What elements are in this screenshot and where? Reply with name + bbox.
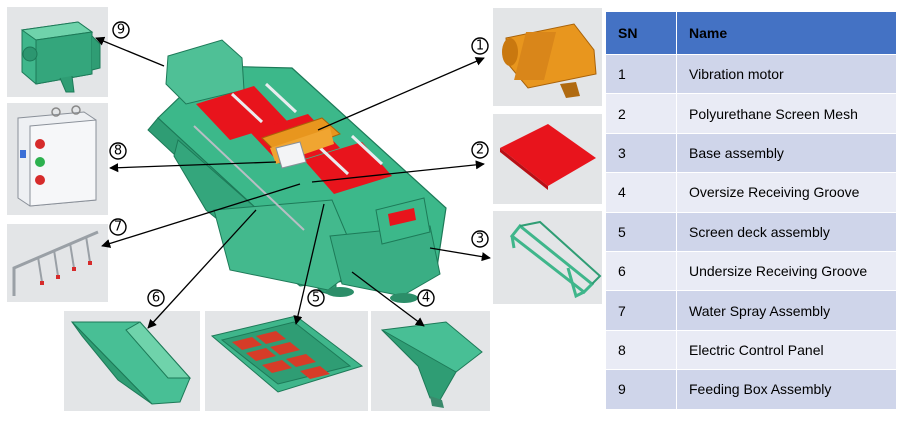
- row-name: Feeding Box Assembly: [676, 369, 897, 410]
- row-name: Base assembly: [676, 132, 897, 174]
- table-row: 1 Vibration motor: [605, 53, 897, 95]
- row-sn: 9: [605, 369, 677, 410]
- table-row: 3 Base assembly: [605, 132, 897, 174]
- svg-text:2: 2: [476, 143, 484, 158]
- oversize-receiving-groove-image: [371, 311, 490, 411]
- svg-text:6: 6: [152, 291, 160, 306]
- leader-arrows: [95, 36, 491, 329]
- table-row: 8 Electric Control Panel: [605, 329, 897, 371]
- table-row: 2 Polyurethane Screen Mesh: [605, 93, 897, 134]
- table-row: 4 Oversize Receiving Groove: [605, 172, 897, 213]
- legend-header-row: SN Name: [605, 11, 897, 55]
- feeding-box-assembly-image: [7, 7, 108, 97]
- row-sn: 6: [605, 250, 677, 292]
- row-name: Screen deck assembly: [676, 211, 897, 252]
- linear-dewatering-screen-machine: [147, 39, 447, 303]
- callout-8: 8: [109, 142, 127, 160]
- row-name: Electric Control Panel: [676, 329, 897, 371]
- row-name: Undersize Receiving Groove: [676, 250, 897, 292]
- row-sn: 1: [605, 53, 677, 95]
- water-spray-assembly-image: [7, 224, 108, 302]
- svg-text:3: 3: [476, 232, 484, 247]
- row-sn: 3: [605, 132, 677, 174]
- svg-text:8: 8: [114, 144, 122, 159]
- undersize-receiving-groove-image: [64, 311, 200, 411]
- screen-deck-assembly-image: [205, 311, 368, 411]
- exploded-view-diagram: 1 2 3 4 5 6 7 8 9: [7, 7, 602, 411]
- column-header-sn: SN: [605, 11, 677, 55]
- callout-4: 4: [417, 289, 435, 307]
- callout-3: 3: [471, 230, 489, 248]
- row-sn: 8: [605, 329, 677, 371]
- callout-5: 5: [307, 289, 325, 307]
- vibration-motor-image: [493, 8, 602, 106]
- table-row: 6 Undersize Receiving Groove: [605, 250, 897, 292]
- svg-text:1: 1: [476, 39, 484, 54]
- table-row: 9 Feeding Box Assembly: [605, 369, 897, 410]
- svg-text:7: 7: [114, 220, 122, 235]
- electric-control-panel-image: [7, 103, 108, 215]
- column-header-name: Name: [676, 11, 897, 55]
- row-sn: 5: [605, 211, 677, 252]
- row-name: Polyurethane Screen Mesh: [676, 93, 897, 134]
- base-assembly-image: [493, 211, 602, 304]
- svg-text:4: 4: [422, 291, 430, 306]
- callout-9: 9: [112, 21, 130, 39]
- row-sn: 7: [605, 290, 677, 331]
- polyurethane-screen-mesh-image: [493, 114, 602, 204]
- table-row: 5 Screen deck assembly: [605, 211, 897, 252]
- row-sn: 2: [605, 93, 677, 134]
- row-name: Oversize Receiving Groove: [676, 172, 897, 213]
- row-name: Water Spray Assembly: [676, 290, 897, 331]
- table-row: 7 Water Spray Assembly: [605, 290, 897, 331]
- row-sn: 4: [605, 172, 677, 213]
- callout-2: 2: [471, 141, 489, 159]
- svg-text:9: 9: [117, 23, 125, 38]
- svg-text:5: 5: [312, 291, 320, 306]
- callout-6: 6: [147, 289, 165, 307]
- row-name: Vibration motor: [676, 53, 897, 95]
- callout-1: 1: [471, 37, 489, 55]
- callout-7: 7: [109, 218, 127, 236]
- parts-legend-table: SN Name 1 Vibration motor 2 Polyurethane…: [605, 11, 897, 410]
